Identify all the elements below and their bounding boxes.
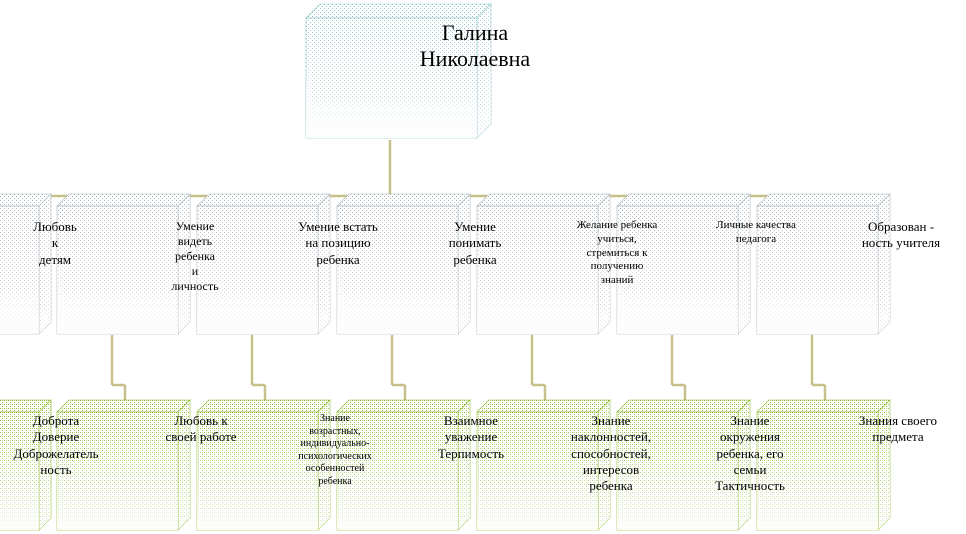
boxes — [0, 3, 891, 531]
level2-label-line: Доверие — [32, 429, 80, 445]
level2-label-line: ребенка, его — [716, 445, 784, 461]
level1-label-line: Личные качества — [716, 219, 796, 231]
level1-box — [0, 193, 52, 335]
level1-label-line: и — [191, 264, 199, 278]
level2-box — [0, 399, 52, 531]
level1-label-line: получению — [590, 260, 644, 273]
level2-label-line: особенностей — [305, 463, 365, 474]
level1-box — [336, 193, 471, 335]
level1-label-line: стремиться к — [586, 246, 648, 259]
level2-box — [56, 399, 191, 531]
level1-box — [196, 193, 331, 335]
level2-label-line: возрастных, — [309, 425, 361, 437]
level1-label-line: Умение — [454, 219, 496, 234]
level1-label-line: ребенка — [453, 251, 497, 267]
level2-label-line: Терпимость — [437, 445, 505, 461]
level2-box — [756, 399, 891, 531]
level2-label-line: Знания своего — [858, 413, 938, 428]
level2-box — [336, 399, 471, 531]
level2-label-line: Любовь к — [174, 413, 228, 428]
level2-label-line: способностей, — [571, 445, 651, 461]
level1-label-line: педагога — [735, 232, 777, 245]
level2-label-line: ребенка — [589, 478, 633, 493]
level1-box — [56, 193, 191, 335]
level2-label-line: Знание — [591, 413, 631, 428]
level1-label-line: детям — [38, 251, 72, 267]
level1-label-line: Образован - — [867, 219, 935, 234]
level1-box — [476, 193, 611, 335]
level1-box — [616, 193, 751, 335]
level2-label-line: своей работе — [165, 429, 237, 445]
level2-box — [616, 399, 751, 531]
level2-label-line: ность — [40, 461, 72, 477]
level1-label-line: Умение встать — [298, 219, 378, 234]
level1-label-line: знаний — [600, 274, 634, 286]
level1-label-line: ребенка — [316, 251, 360, 267]
root-label-line: Галина — [441, 20, 509, 45]
level1-label-line: к — [51, 235, 59, 251]
root-label-line: Николаевна — [419, 46, 531, 72]
level1-label-line: Любовь — [33, 219, 77, 234]
level1-label-line: Умение — [175, 219, 215, 233]
level2-label-line: ребенка — [318, 475, 352, 487]
level2-label-line: предмета — [872, 429, 924, 445]
level1-label: Образован -ность учителя — [846, 219, 956, 252]
level1-label-line: учиться, — [597, 232, 637, 245]
level1-label-line: понимать — [448, 235, 502, 251]
level1-label-line: на позицию — [305, 235, 371, 251]
level2-box — [196, 399, 331, 531]
level2-label-line: семьи — [733, 461, 767, 477]
level1-label-line: Желание ребенка — [576, 219, 658, 231]
level2-label-line: Знание — [730, 413, 770, 428]
level2-label-line: Тактичность — [715, 478, 785, 493]
level2-label-line: Знание — [320, 413, 350, 424]
root-box — [305, 3, 492, 139]
level2-label-line: индивидуально- — [300, 438, 370, 449]
level2-label-line: Доброта — [32, 413, 80, 428]
level2-label-line: наклонностей, — [570, 429, 652, 445]
level1-label-line: ность учителя — [861, 235, 941, 251]
level2-box — [476, 399, 611, 531]
level2-label-line: Взаимное — [443, 413, 499, 428]
level2-label-line: психологических — [298, 450, 372, 462]
level2-label-line: интересов — [582, 461, 640, 477]
level1-label-line: видеть — [177, 234, 213, 248]
level2-label-line: окружения — [720, 429, 780, 445]
level2-label-line: Доброжелатель — [13, 445, 99, 461]
level1-label-line: личность — [171, 279, 219, 293]
level2-label-line: уважение — [444, 429, 498, 445]
level1-label-line: ребенка — [175, 249, 215, 263]
level1-box — [756, 193, 891, 335]
